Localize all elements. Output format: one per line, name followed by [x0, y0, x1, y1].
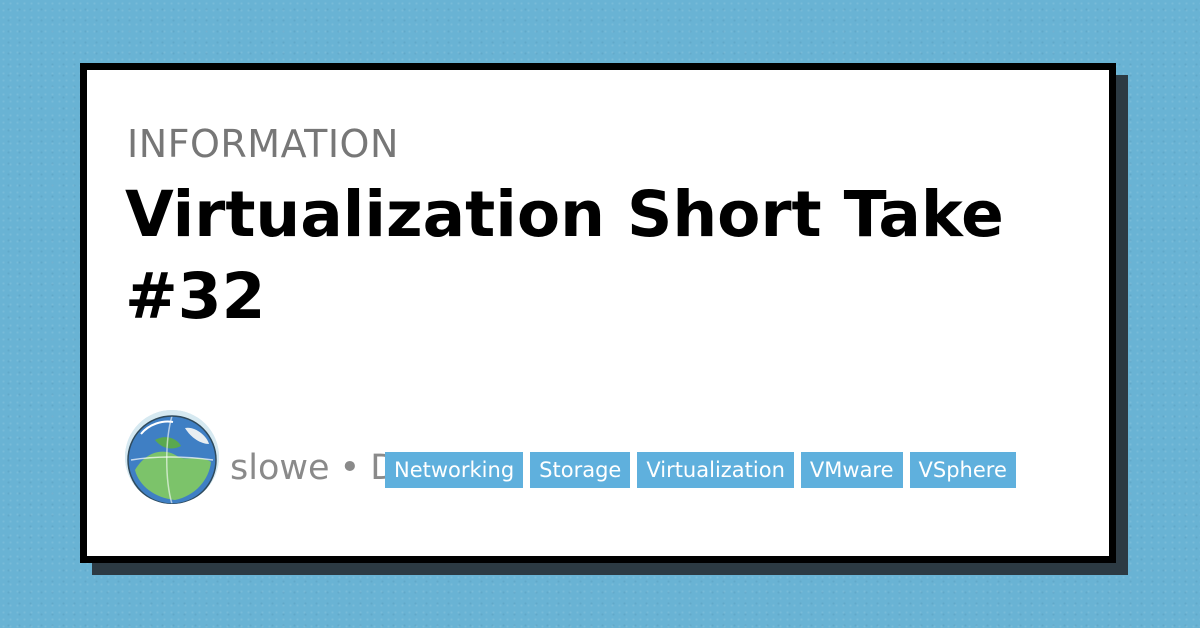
- tag-networking[interactable]: Networking: [385, 452, 524, 488]
- post-title[interactable]: Virtualization Short Take #32: [125, 178, 1004, 333]
- tag-vmware[interactable]: VMware: [800, 452, 903, 488]
- tag-list: Networking Storage Virtualization VMware…: [385, 452, 1016, 488]
- globe-earth-icon: [125, 410, 219, 504]
- post-category: INFORMATION: [127, 122, 399, 166]
- post-meta: slowe•D: [230, 448, 397, 488]
- tag-vsphere[interactable]: VSphere: [909, 452, 1016, 488]
- tag-storage[interactable]: Storage: [530, 452, 631, 488]
- post-card[interactable]: INFORMATION Virtualization Short Take #3…: [80, 63, 1116, 563]
- meta-separator: •: [339, 448, 361, 488]
- author-name[interactable]: slowe: [230, 448, 330, 488]
- tag-virtualization[interactable]: Virtualization: [637, 452, 794, 488]
- author-avatar: [125, 410, 219, 504]
